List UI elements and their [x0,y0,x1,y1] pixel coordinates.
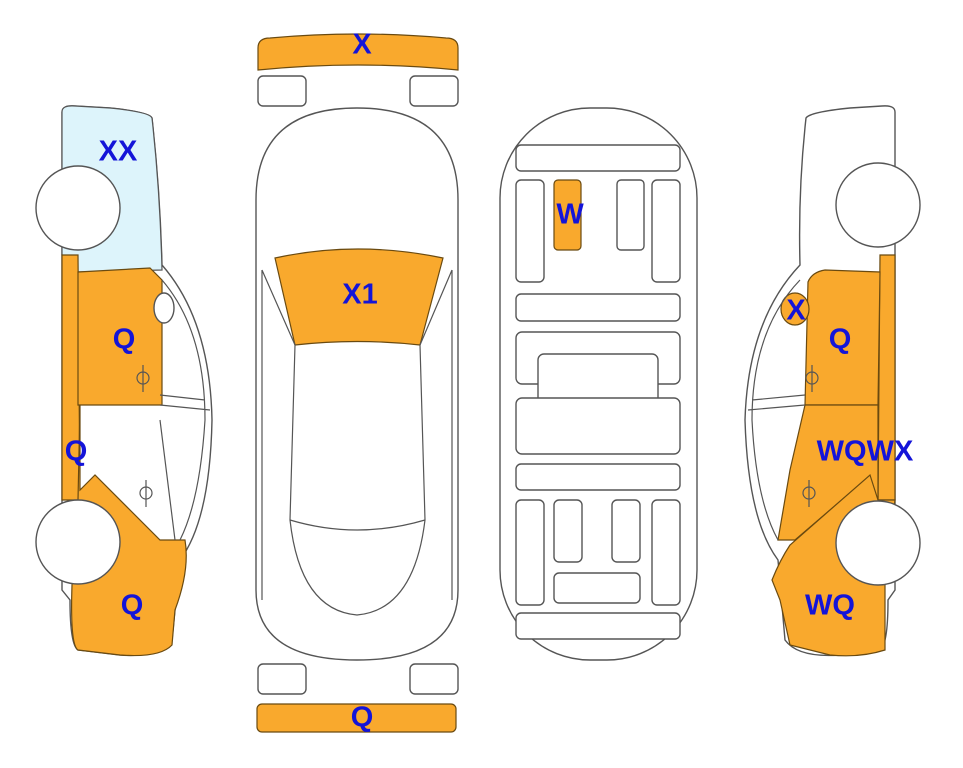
left-front-door-label: Q [113,324,136,356]
right-front-wheel [835,162,921,248]
rear-bumper[interactable] [256,703,457,733]
left-rear-quarter-panel[interactable] [71,404,187,657]
trunk-right [651,499,681,606]
seat-label: W [556,199,584,231]
left-front-wheel [35,165,121,251]
right-rear-wheel [835,500,921,586]
left-window-line [159,279,211,541]
right-door-handle-front [805,365,819,392]
right-rear-quarter-label: WQ [805,590,855,622]
left-door-handle-front [136,365,150,392]
trunk-floor [553,572,641,604]
left-front-door-panel[interactable] [77,267,163,406]
front-bumper-label: X [352,29,372,61]
left-rear-quarter-label: Q [121,590,144,622]
right-taillight [409,663,459,695]
trunk-inner-left [553,499,583,563]
left-rear-wheel [35,499,121,585]
left-headlight [257,75,307,107]
rear-bumper-label: Q [351,702,374,734]
right-side-view: X Q WQWX WQ [744,105,921,657]
right-rear-door-label: WQWX [817,436,914,468]
top-cabin-lines [261,269,453,616]
right-mirror[interactable] [780,292,810,326]
top-view: X X1 Q [255,29,459,734]
rear-floor [515,397,681,455]
top-body-outline [255,107,459,661]
trunk-left [515,499,545,606]
windshield[interactable] [274,248,444,346]
driver-seat[interactable] [553,179,582,251]
passenger-seat [616,179,645,251]
right-front-door-label: Q [829,324,852,356]
right-front-door-panel[interactable] [804,269,881,406]
interior-view: W [499,107,698,661]
right-window-line [747,279,806,541]
right-door-handle-rear [802,480,816,507]
right-headlight [409,75,459,107]
left-hood-label: XX [99,136,138,168]
left-door-handle-rear [139,480,153,507]
left-rocker-label: Q [65,436,88,468]
front-bumper[interactable] [257,33,459,71]
trunk-lid [515,612,681,640]
left-mirror [153,292,175,324]
left-side-view: XX Q Q Q [35,105,213,657]
left-taillight [257,663,307,695]
trunk-inner-right [611,499,641,563]
right-mirror-label: X [786,295,806,327]
rear-shelf [515,463,681,491]
left-door-trim-front [515,179,545,283]
front-console [515,293,681,322]
windshield-label: X1 [342,279,377,311]
right-door-trim-front [651,179,681,283]
dashboard [515,144,681,172]
